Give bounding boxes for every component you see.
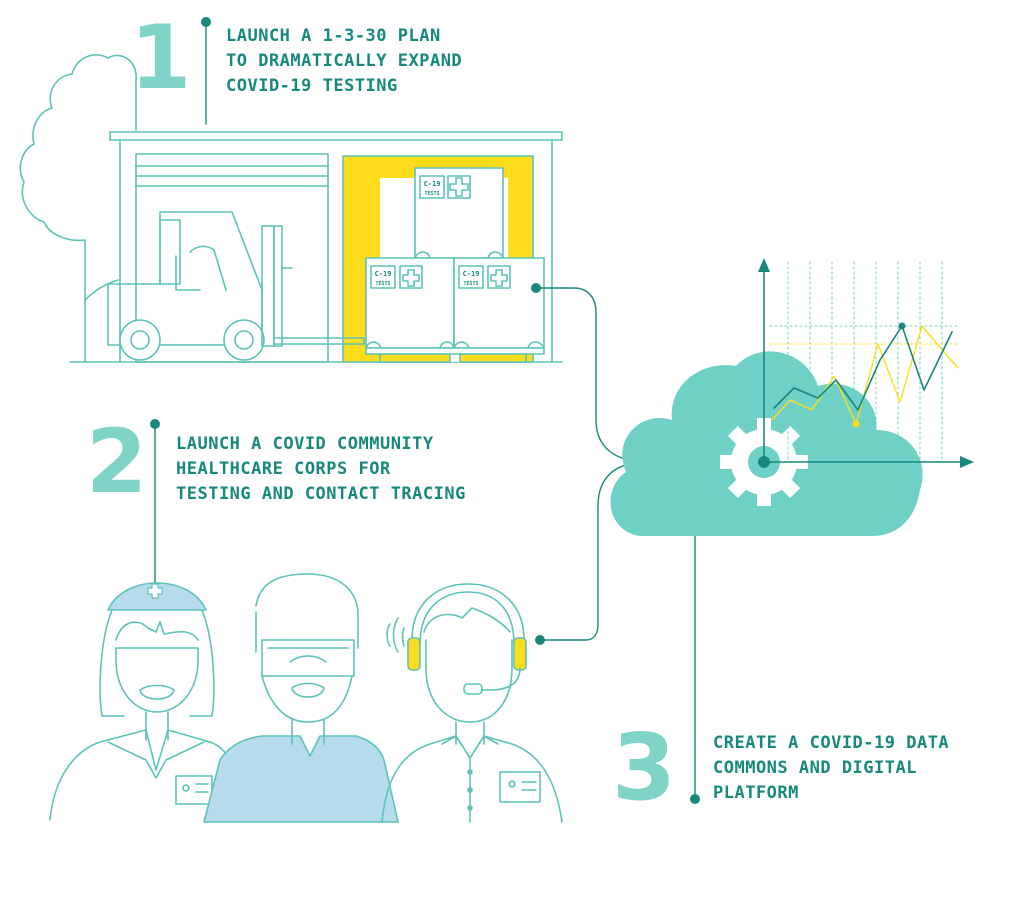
- nurse-icon: [49, 582, 237, 821]
- call-agent-icon: [381, 591, 563, 823]
- step-1-line-3: COVID-19 TESTING: [226, 76, 398, 96]
- step-3-text: CREATE A COVID-19 DATA COMMONS AND DIGIT…: [713, 731, 949, 806]
- test-box-stack: [365, 167, 545, 363]
- step-3-line-3: PLATFORM: [713, 783, 799, 803]
- box-label-left-sub: TESTS: [375, 281, 390, 287]
- box-label-right: C-19: [463, 270, 480, 278]
- step-2-text: LAUNCH A COVID COMMUNITY HEALTHCARE CORP…: [176, 432, 466, 507]
- step-1-line-1: LAUNCH A 1-3-30 PLAN: [226, 26, 441, 46]
- step-2-line-2: HEALTHCARE CORPS FOR: [176, 459, 391, 479]
- step-2-line-1: LAUNCH A COVID COMMUNITY: [176, 434, 434, 454]
- step-2-number: 2: [86, 410, 148, 513]
- line-chart-icon: [758, 258, 974, 468]
- box-label-top: C-19: [424, 180, 441, 188]
- box-label-left: C-19: [375, 270, 392, 278]
- step-1-text: LAUNCH A 1-3-30 PLAN TO DRAMATICALLY EXP…: [226, 24, 462, 99]
- surgeon-icon: [203, 573, 399, 823]
- step-2-line-3: TESTING AND CONTACT TRACING: [176, 484, 466, 504]
- box-label-top-sub: TESTS: [424, 191, 439, 197]
- box-labels: C-19 TESTS C-19 TESTS C-19 TESTS: [375, 180, 480, 287]
- connector-lines: [154, 21, 761, 799]
- tree-icon: [19, 54, 137, 363]
- forklift-icon: [107, 211, 365, 361]
- step-3-number: 3: [612, 714, 677, 821]
- step-1-line-2: TO DRAMATICALLY EXPAND: [226, 51, 463, 71]
- step-3-line-2: COMMONS AND DIGITAL: [713, 758, 917, 778]
- step-1-number: 1: [130, 6, 192, 109]
- warehouse-icon: [69, 131, 563, 363]
- step-3-line-1: CREATE A COVID-19 DATA: [713, 733, 950, 753]
- headset-icon: [407, 583, 527, 695]
- box-label-right-sub: TESTS: [463, 281, 478, 287]
